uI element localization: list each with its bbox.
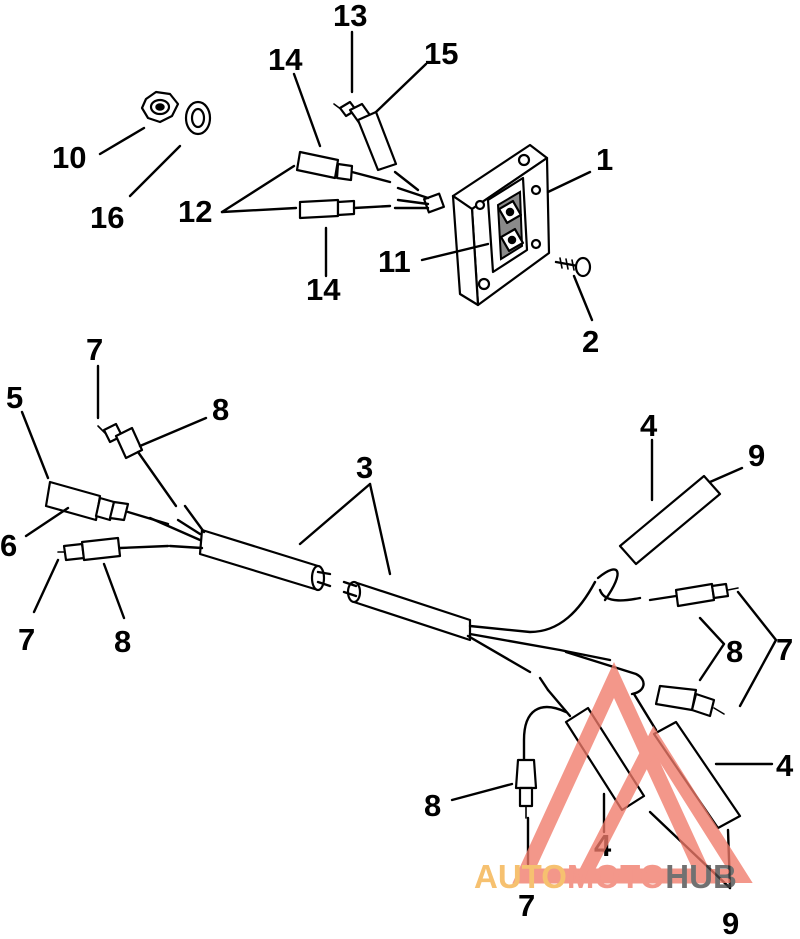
callout-7-upper-left: 7 <box>86 332 103 367</box>
callout-7-bottom: 7 <box>518 888 535 923</box>
callout-5: 5 <box>6 380 23 415</box>
sleeve-4-upper-right <box>618 474 722 566</box>
sleeve-connector-5 <box>44 480 170 526</box>
callout-14-bottom: 14 <box>306 272 341 307</box>
callout-7-lower-left: 7 <box>18 622 35 657</box>
washer-16 <box>184 100 212 136</box>
panel-wires <box>393 170 430 210</box>
callout-11: 11 <box>378 244 411 279</box>
bullet-connector-lower-left <box>57 536 170 562</box>
screw-2 <box>554 256 592 278</box>
leader-lines <box>20 30 778 890</box>
callout-10: 10 <box>52 140 86 175</box>
callout-2: 2 <box>582 324 599 359</box>
bullet-connector-right-upper <box>648 582 739 608</box>
callout-8-right: 8 <box>726 634 743 669</box>
callout-9-bottom: 9 <box>722 906 739 939</box>
bullet-connector-upper-left <box>97 422 178 508</box>
watermark-text-moto: MOTO <box>567 858 665 895</box>
callout-8-bottom: 8 <box>424 788 441 823</box>
switch-panel-assembly <box>422 143 551 307</box>
callout-3: 3 <box>356 450 373 485</box>
callout-8-lower-left: 8 <box>114 624 131 659</box>
connector-14-lower <box>298 198 392 220</box>
watermark-text-hub: HUB <box>665 858 737 895</box>
callout-15: 15 <box>424 36 458 71</box>
callout-4-upper: 4 <box>640 408 658 443</box>
watermark-triangle-inner <box>572 725 753 883</box>
callout-1: 1 <box>596 142 613 177</box>
callout-4-right: 4 <box>776 748 794 783</box>
callout-12: 12 <box>178 194 212 229</box>
callout-6: 6 <box>0 528 17 563</box>
connector-14-upper <box>295 150 392 184</box>
callout-13: 13 <box>333 0 367 33</box>
callout-16: 16 <box>90 200 124 235</box>
top-connector-15 <box>333 100 398 172</box>
bullet-connector-bottom <box>514 706 568 819</box>
callout-14-top: 14 <box>268 42 303 77</box>
watermark-logo: AUTOMOTOHUB <box>474 662 753 895</box>
nut-10 <box>140 90 180 124</box>
bullet-connector-right-lower <box>654 684 725 718</box>
callout-9-upper: 9 <box>748 438 765 473</box>
svg-text:AUTOMOTOHUB: AUTOMOTOHUB <box>474 858 737 895</box>
callout-7-right: 7 <box>776 632 793 667</box>
main-harness <box>148 504 645 696</box>
watermark-text-auto: AUTO <box>474 858 567 895</box>
callout-8-upper-left: 8 <box>212 392 229 427</box>
